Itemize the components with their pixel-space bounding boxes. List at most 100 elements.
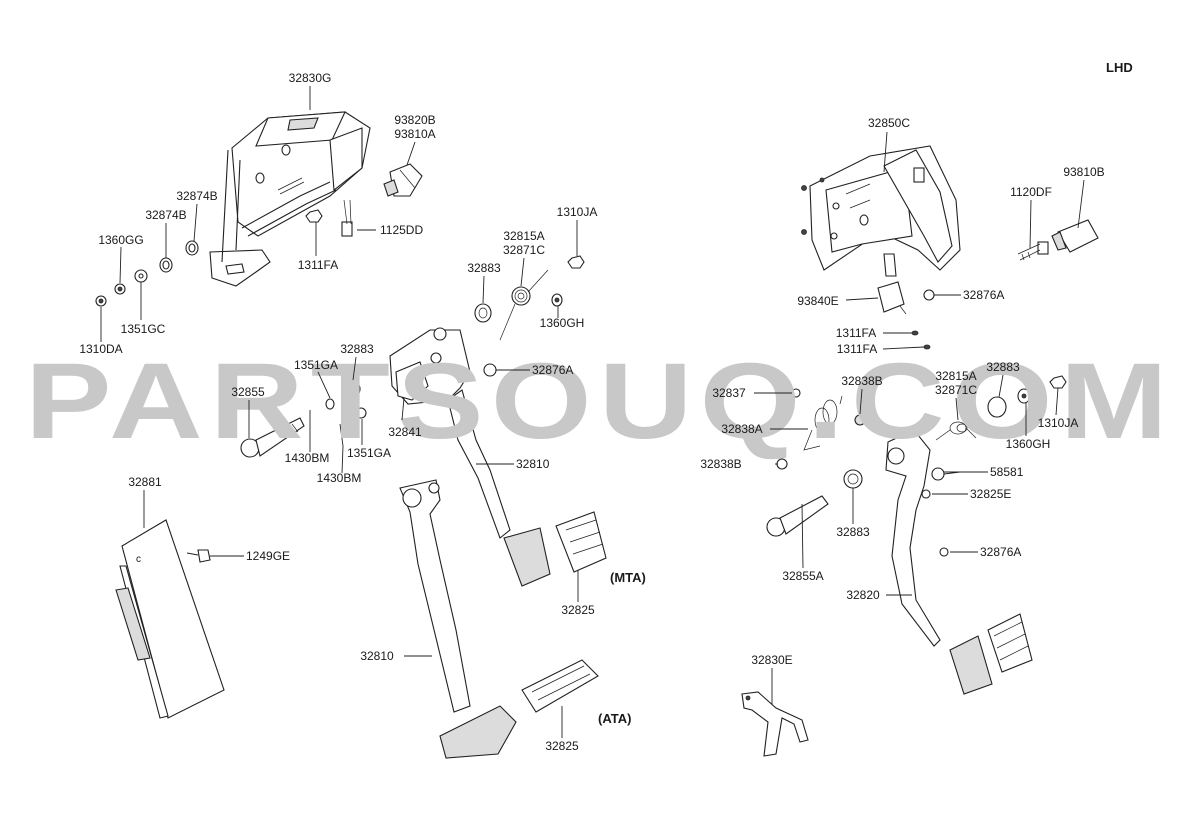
label-93810b[interactable]: 93810B bbox=[1063, 165, 1104, 179]
label-32881[interactable]: 32881 bbox=[128, 475, 162, 489]
label-1311fa-left[interactable]: 1311FA bbox=[298, 258, 338, 272]
label-32810-bottom[interactable]: 32810 bbox=[360, 649, 394, 663]
stopper-32876a-right-top[interactable] bbox=[923, 289, 935, 301]
pin-1430bm[interactable] bbox=[339, 423, 344, 447]
note-ata: (ATA) bbox=[598, 711, 631, 726]
label-32841[interactable]: 32841 bbox=[388, 425, 422, 439]
switch-93810b[interactable] bbox=[1051, 219, 1099, 253]
bracket-32850c[interactable] bbox=[801, 145, 961, 271]
bushing-32883-left-top[interactable] bbox=[474, 303, 492, 323]
leader-lines bbox=[100, 86, 1085, 738]
label-32883-right-top[interactable]: 32883 bbox=[986, 360, 1020, 374]
bolt-1125dd[interactable] bbox=[341, 199, 353, 237]
label-93820b[interactable]: 93820B bbox=[394, 113, 435, 127]
nut-1311fa-r1[interactable] bbox=[911, 330, 919, 336]
label-1311fa-r1[interactable]: 1311FA bbox=[836, 326, 876, 340]
label-32825-mta[interactable]: 32825 bbox=[561, 603, 595, 617]
label-32820[interactable]: 32820 bbox=[846, 588, 880, 602]
label-32876a-right-bottom[interactable]: 32876A bbox=[980, 545, 1021, 559]
label-1125dd[interactable]: 1125DD bbox=[380, 223, 423, 237]
bushing-32883-left-mid[interactable] bbox=[343, 380, 361, 398]
label-93810a[interactable]: 93810A bbox=[394, 127, 435, 141]
label-1430bm-b[interactable]: 1430BM bbox=[317, 471, 362, 485]
label-32810-top[interactable]: 32810 bbox=[516, 457, 550, 471]
label-32883-right-bottom[interactable]: 32883 bbox=[836, 525, 870, 539]
bolt-32855a[interactable] bbox=[766, 495, 829, 537]
label-1249ge[interactable]: 1249GE bbox=[246, 549, 290, 563]
washer-1351gc[interactable] bbox=[134, 269, 148, 283]
bracket-32841[interactable] bbox=[395, 361, 429, 401]
brake-pedal-32810-lower[interactable] bbox=[399, 479, 517, 759]
bolt-32855[interactable] bbox=[240, 417, 305, 458]
label-1310da[interactable]: 1310DA bbox=[79, 342, 122, 356]
bushing-32883-right-top[interactable] bbox=[987, 396, 1007, 418]
label-1120df[interactable]: 1120DF bbox=[1010, 185, 1052, 199]
label-58581[interactable]: 58581 bbox=[990, 465, 1024, 479]
part-labels: LHD 32830G 93820B 93810A 32874B 32874B 1… bbox=[79, 60, 1132, 753]
washer-1351ga-b[interactable] bbox=[355, 407, 367, 419]
pad-32825e[interactable] bbox=[987, 613, 1033, 673]
label-32825-ata[interactable]: 32825 bbox=[545, 739, 579, 753]
pin-32838b-top[interactable] bbox=[854, 414, 866, 426]
label-32815a-left[interactable]: 32815A bbox=[503, 229, 544, 243]
label-32874b-a[interactable]: 32874B bbox=[176, 189, 217, 203]
label-32830e[interactable]: 32830E bbox=[751, 653, 792, 667]
label-1360gg[interactable]: 1360GG bbox=[98, 233, 143, 247]
label-1310ja-right[interactable]: 1310JA bbox=[1038, 416, 1079, 430]
accelerator-pedal-32881[interactable]: c bbox=[115, 519, 225, 719]
label-1430bm-a[interactable]: 1430BM bbox=[285, 451, 330, 465]
label-32838b-top[interactable]: 32838B bbox=[841, 374, 882, 388]
nut-1310ja-right[interactable] bbox=[1049, 375, 1067, 389]
label-32876a-right-top[interactable]: 32876A bbox=[963, 288, 1004, 302]
spring-32815a-left[interactable] bbox=[499, 269, 549, 341]
label-32855a[interactable]: 32855A bbox=[782, 569, 823, 583]
label-32838a[interactable]: 32838A bbox=[721, 422, 762, 436]
nut-1360gh-right[interactable] bbox=[1017, 388, 1031, 404]
spring-32838a[interactable] bbox=[803, 395, 843, 451]
svg-text:c: c bbox=[136, 554, 141, 565]
bushing-32883-right-bottom[interactable] bbox=[843, 469, 863, 489]
label-1360gh-left[interactable]: 1360GH bbox=[540, 316, 585, 330]
label-32871c-left[interactable]: 32871C bbox=[503, 243, 545, 257]
note-mta: (MTA) bbox=[610, 570, 646, 585]
sensor-93840e[interactable] bbox=[877, 253, 907, 315]
spring-32815a-right[interactable] bbox=[935, 421, 977, 441]
label-32825e[interactable]: 32825E bbox=[970, 487, 1011, 501]
label-1351ga-a[interactable]: 1351GA bbox=[294, 358, 338, 372]
label-32876a-left[interactable]: 32876A bbox=[532, 363, 573, 377]
label-32883-left-mid[interactable]: 32883 bbox=[340, 342, 374, 356]
brake-pedal-32820[interactable] bbox=[885, 429, 993, 695]
bracket-32830g[interactable] bbox=[209, 111, 371, 287]
bolt-58581[interactable] bbox=[931, 467, 961, 481]
screw-1249ge[interactable] bbox=[186, 549, 211, 563]
label-32883-left-top[interactable]: 32883 bbox=[467, 261, 501, 275]
bushing-32874b-b[interactable] bbox=[159, 257, 173, 273]
nut-1360gg[interactable] bbox=[114, 283, 126, 295]
label-32837[interactable]: 32837 bbox=[712, 386, 746, 400]
stop-lamp-switch-93820b[interactable] bbox=[383, 163, 423, 197]
nut-1311fa[interactable] bbox=[305, 209, 323, 223]
label-1310ja-left[interactable]: 1310JA bbox=[557, 205, 598, 219]
label-32838b-bottom[interactable]: 32838B bbox=[700, 457, 741, 471]
label-32815a-right[interactable]: 32815A bbox=[935, 369, 976, 383]
label-32850c[interactable]: 32850C bbox=[868, 116, 910, 130]
label-32871c-right[interactable]: 32871C bbox=[935, 383, 977, 397]
label-32830g[interactable]: 32830G bbox=[289, 71, 332, 85]
washer-1351ga-a[interactable] bbox=[325, 398, 335, 410]
label-1311fa-r2[interactable]: 1311FA bbox=[837, 342, 877, 356]
label-1360gh-right[interactable]: 1360GH bbox=[1006, 437, 1051, 451]
nut-1310da[interactable] bbox=[95, 295, 107, 307]
bolt-1120df[interactable] bbox=[1017, 241, 1049, 261]
label-1351gc[interactable]: 1351GC bbox=[121, 322, 166, 336]
nut-1360gh-left[interactable] bbox=[551, 293, 563, 307]
label-93840e[interactable]: 93840E bbox=[797, 294, 838, 308]
bracket-32830e[interactable] bbox=[741, 691, 809, 757]
bushing-32874b-a[interactable] bbox=[185, 240, 199, 256]
label-1351ga-b[interactable]: 1351GA bbox=[347, 446, 391, 460]
label-32874b-b[interactable]: 32874B bbox=[145, 208, 186, 222]
pad-32825-ata[interactable] bbox=[521, 659, 599, 713]
pad-32825-mta[interactable] bbox=[555, 511, 607, 573]
nut-1310ja-left[interactable] bbox=[567, 255, 585, 269]
label-32855[interactable]: 32855 bbox=[231, 385, 265, 399]
